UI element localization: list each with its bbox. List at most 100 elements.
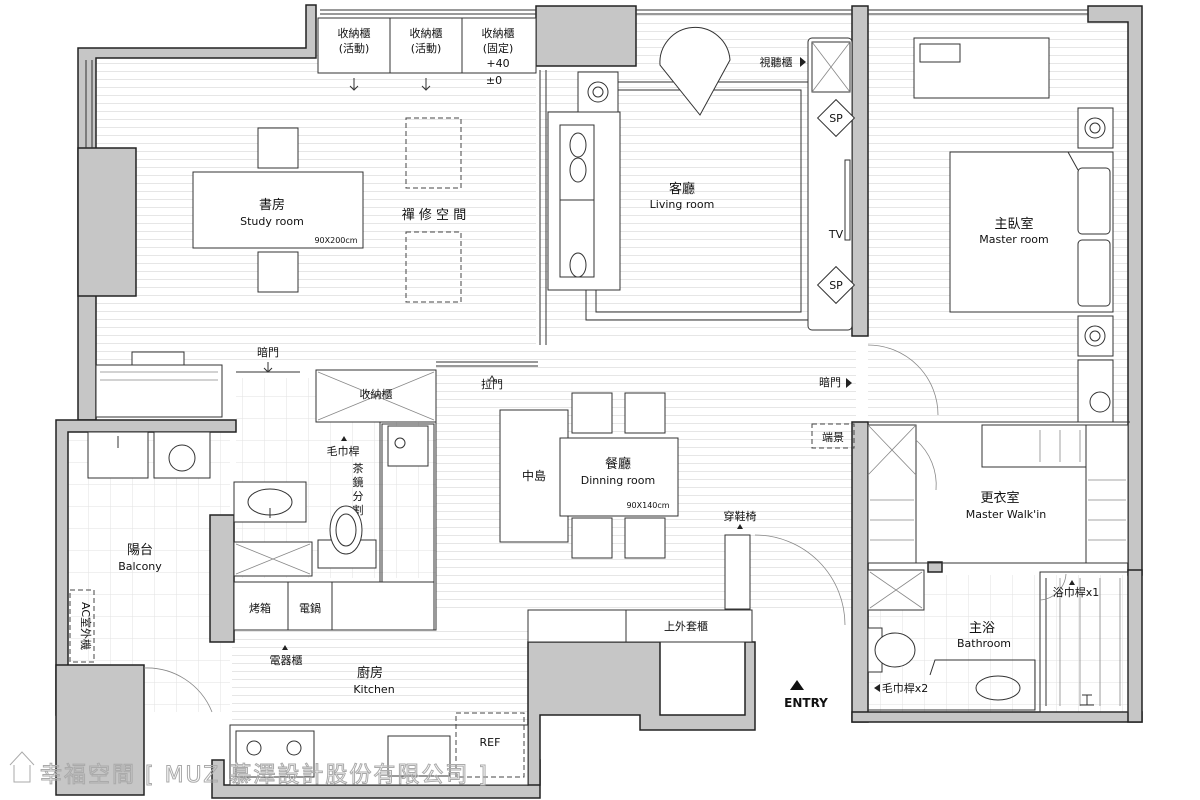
study-desk-size: 90X200cm xyxy=(314,236,357,245)
end-view-label: 端景 xyxy=(822,431,844,444)
study-desk xyxy=(192,171,364,249)
bath-towel-rack-label: 浴巾桿x1 xyxy=(1053,585,1100,599)
study-shelf xyxy=(95,364,223,418)
tea-mirror-label-3: 分 xyxy=(353,490,364,503)
shoe-bench-label: 穿鞋椅 xyxy=(724,509,757,523)
balcony-title-zh: 陽台 xyxy=(127,543,153,558)
cabinet-fixed: (固定) xyxy=(483,41,514,55)
tea-mirror-label-4: 割 xyxy=(353,503,364,517)
guest-bathroom: 收納櫃 毛巾桿 茶 鏡 分 割 xyxy=(233,369,437,631)
speaker-top-label: SP xyxy=(829,112,843,125)
balcony: 陽台 Balcony AC室外機 xyxy=(69,431,213,713)
dining-title-en: Dinning room xyxy=(581,474,655,487)
coat-cabinet xyxy=(527,609,753,643)
master-title-zh: 主臥室 xyxy=(994,216,1033,232)
bath-sink xyxy=(975,675,1021,701)
kitchen-sink xyxy=(387,735,451,777)
nightstand-bottom xyxy=(1077,315,1114,357)
shower-enclosure xyxy=(1039,571,1129,713)
coat-cabinet-label: 上外套櫃 xyxy=(664,619,708,633)
refrigerator xyxy=(455,712,525,778)
walkin-title-en: Master Walk'in xyxy=(966,508,1046,521)
tv-cabinet-label: 視聽櫃 xyxy=(760,55,793,69)
bed xyxy=(949,151,1114,313)
zen-mat-bottom xyxy=(405,231,462,303)
toilet xyxy=(329,505,363,555)
tea-mirror-label-1: 茶 xyxy=(353,462,364,475)
master-bathroom: 主浴 Bathroom 毛巾桿x2 浴巾桿x1 xyxy=(867,569,1129,713)
cabinet-label-2: 收納櫃 xyxy=(410,26,443,40)
study-title-en: Study room xyxy=(240,215,304,228)
cabinet-label-3: 收納櫃 xyxy=(482,26,515,40)
level-plus40: +40 xyxy=(486,57,509,70)
shoe-bench xyxy=(724,534,751,610)
hidden-door-label-study: 暗門 xyxy=(257,345,279,359)
dining-area: 暗門 端景 中島 餐廳 Dinning room 90X140cm 穿鞋椅 上外… xyxy=(499,375,855,710)
tea-mirror-label-2: 鏡 xyxy=(353,475,364,489)
towel-rack-label: 毛巾桿 xyxy=(327,444,360,458)
watermark-text: 幸福空間 [ MUZ 慕澤設計股份有限公司 ] xyxy=(40,763,489,788)
towel-rack-x2-label: 毛巾桿x2 xyxy=(882,681,929,695)
entry-label: ENTRY xyxy=(784,696,828,710)
armchair-bedroom xyxy=(1077,359,1114,423)
closet-rack-right xyxy=(1085,424,1129,564)
house-logo-icon xyxy=(9,751,35,783)
study-chair-top xyxy=(257,127,299,169)
speaker-top xyxy=(816,98,856,138)
study-chair-bottom xyxy=(257,251,299,293)
study-area: 收納櫃 (活動) 收納櫃 (活動) 收納櫃 (固定) +40 ±0 書房 Stu… xyxy=(95,17,537,418)
hidden-door-label-bedroom: 暗門 xyxy=(819,375,841,389)
watermark: 幸福空間 [ MUZ 慕澤設計股份有限公司 ] xyxy=(9,751,489,789)
bath-storage-label: 收納櫃 xyxy=(360,387,393,401)
floor-areas xyxy=(64,12,1130,740)
cabinet-mobile-2: (活動) xyxy=(411,41,442,55)
island-label: 中島 xyxy=(522,468,546,483)
master-bedroom: 主臥室 Master room xyxy=(867,37,1130,423)
dresser xyxy=(913,37,1050,99)
sliding-door-label: 拉門 xyxy=(481,377,503,391)
living-room: 客廳 Living room 視聽櫃 SP SP TV xyxy=(547,26,856,331)
bath-title-zh: 主浴 xyxy=(969,621,995,636)
living-title-zh: 客廳 xyxy=(669,181,695,197)
cabinet-label-1: 收納櫃 xyxy=(338,26,371,40)
refrigerator-label: REF xyxy=(480,736,501,749)
side-table xyxy=(577,71,619,113)
kitchen: 烤箱 電鍋 電器櫃 廚房 Kitchen REF xyxy=(229,581,529,786)
bath-toilet xyxy=(874,632,916,668)
appliance-cabinet-label: 電器櫃 xyxy=(270,653,303,667)
kitchen-title-en: Kitchen xyxy=(353,683,394,696)
bath-title-en: Bathroom xyxy=(957,637,1011,650)
rice-cooker-label: 電鍋 xyxy=(299,601,321,615)
study-title-zh: 書房 xyxy=(259,197,285,213)
dining-table-size: 90X140cm xyxy=(626,501,669,510)
speaker-bottom-label: SP xyxy=(829,279,843,292)
cabinet-mobile-1: (活動) xyxy=(339,41,370,55)
speaker-bottom xyxy=(816,265,856,305)
sofa xyxy=(547,111,621,291)
kitchen-tall-cabinets xyxy=(233,581,435,631)
stove xyxy=(235,730,315,778)
kitchen-counter xyxy=(229,724,529,786)
dining-table xyxy=(559,437,679,517)
balcony-title-en: Balcony xyxy=(118,560,162,573)
nightstand-top xyxy=(1077,107,1114,149)
ac-unit-label: AC室外機 xyxy=(79,602,93,650)
armchair xyxy=(659,26,731,116)
storage-cabinets xyxy=(317,17,537,74)
closet-rack-left xyxy=(867,424,917,564)
washing-machine xyxy=(153,431,211,479)
master-title-en: Master room xyxy=(979,233,1049,246)
windows xyxy=(85,9,1088,148)
entry-arrow-icon xyxy=(790,680,804,690)
zen-space-title: 禪 修 空 間 xyxy=(402,207,466,223)
dining-title-zh: 餐廳 xyxy=(605,456,631,472)
zen-mat-top xyxy=(405,117,462,189)
sliding-door: 拉門 xyxy=(436,70,547,391)
kitchen-title-zh: 廚房 xyxy=(357,665,383,681)
level-zero: ±0 xyxy=(486,74,502,87)
tv-label: TV xyxy=(828,228,844,241)
living-title-en: Living room xyxy=(650,198,715,211)
oven-label: 烤箱 xyxy=(249,601,271,615)
end-view-niche xyxy=(811,423,855,449)
